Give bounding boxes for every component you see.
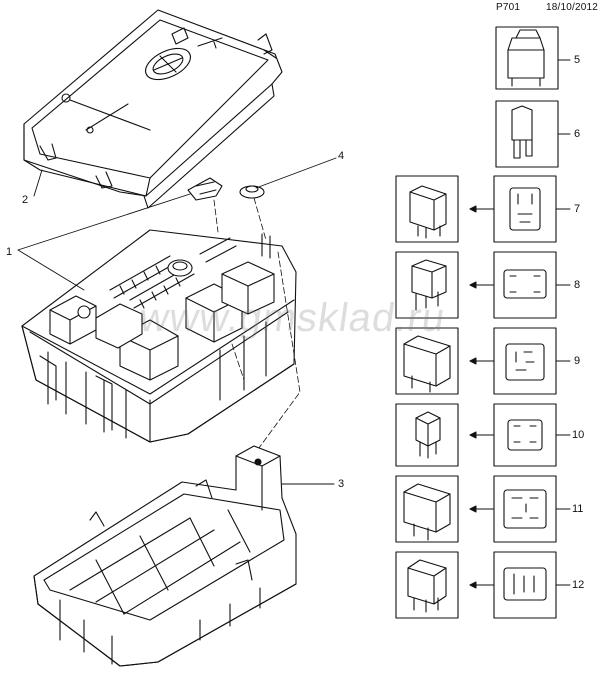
page-date: 18/10/2012	[546, 2, 599, 13]
callout-2: 2	[22, 194, 29, 206]
page-code: P701	[496, 2, 521, 13]
nut	[239, 185, 265, 199]
fuse-box-body	[21, 229, 297, 443]
callout-1: 1	[6, 246, 13, 258]
pinout-arrows	[469, 205, 495, 589]
callout-10: 10	[572, 429, 585, 441]
retaining-clip	[187, 177, 223, 201]
callout-4: 4	[338, 150, 345, 162]
callout-3: 3	[338, 478, 345, 490]
relay-row-7	[395, 175, 557, 243]
relay-row-10	[395, 403, 557, 467]
alignment-lines	[213, 197, 301, 453]
right-leader-lines	[555, 59, 571, 586]
relay-row-12	[395, 551, 557, 619]
relay-row-8	[395, 251, 557, 319]
callout-6: 6	[574, 128, 581, 140]
mini-fuse-5	[495, 26, 559, 90]
leader-lines	[17, 157, 337, 485]
callout-8: 8	[574, 279, 581, 291]
relay-row-11	[395, 475, 557, 543]
callout-5: 5	[574, 54, 581, 66]
watermark: www.gmsklad.ru	[136, 296, 449, 340]
callout-12: 12	[572, 579, 585, 591]
callout-9: 9	[574, 355, 581, 367]
lower-housing	[33, 445, 297, 667]
relay-row-9	[395, 327, 557, 395]
callout-11: 11	[572, 503, 584, 515]
callout-7: 7	[574, 203, 581, 215]
fuse-box-cover	[23, 9, 283, 209]
mini-fuse-6	[495, 100, 559, 168]
